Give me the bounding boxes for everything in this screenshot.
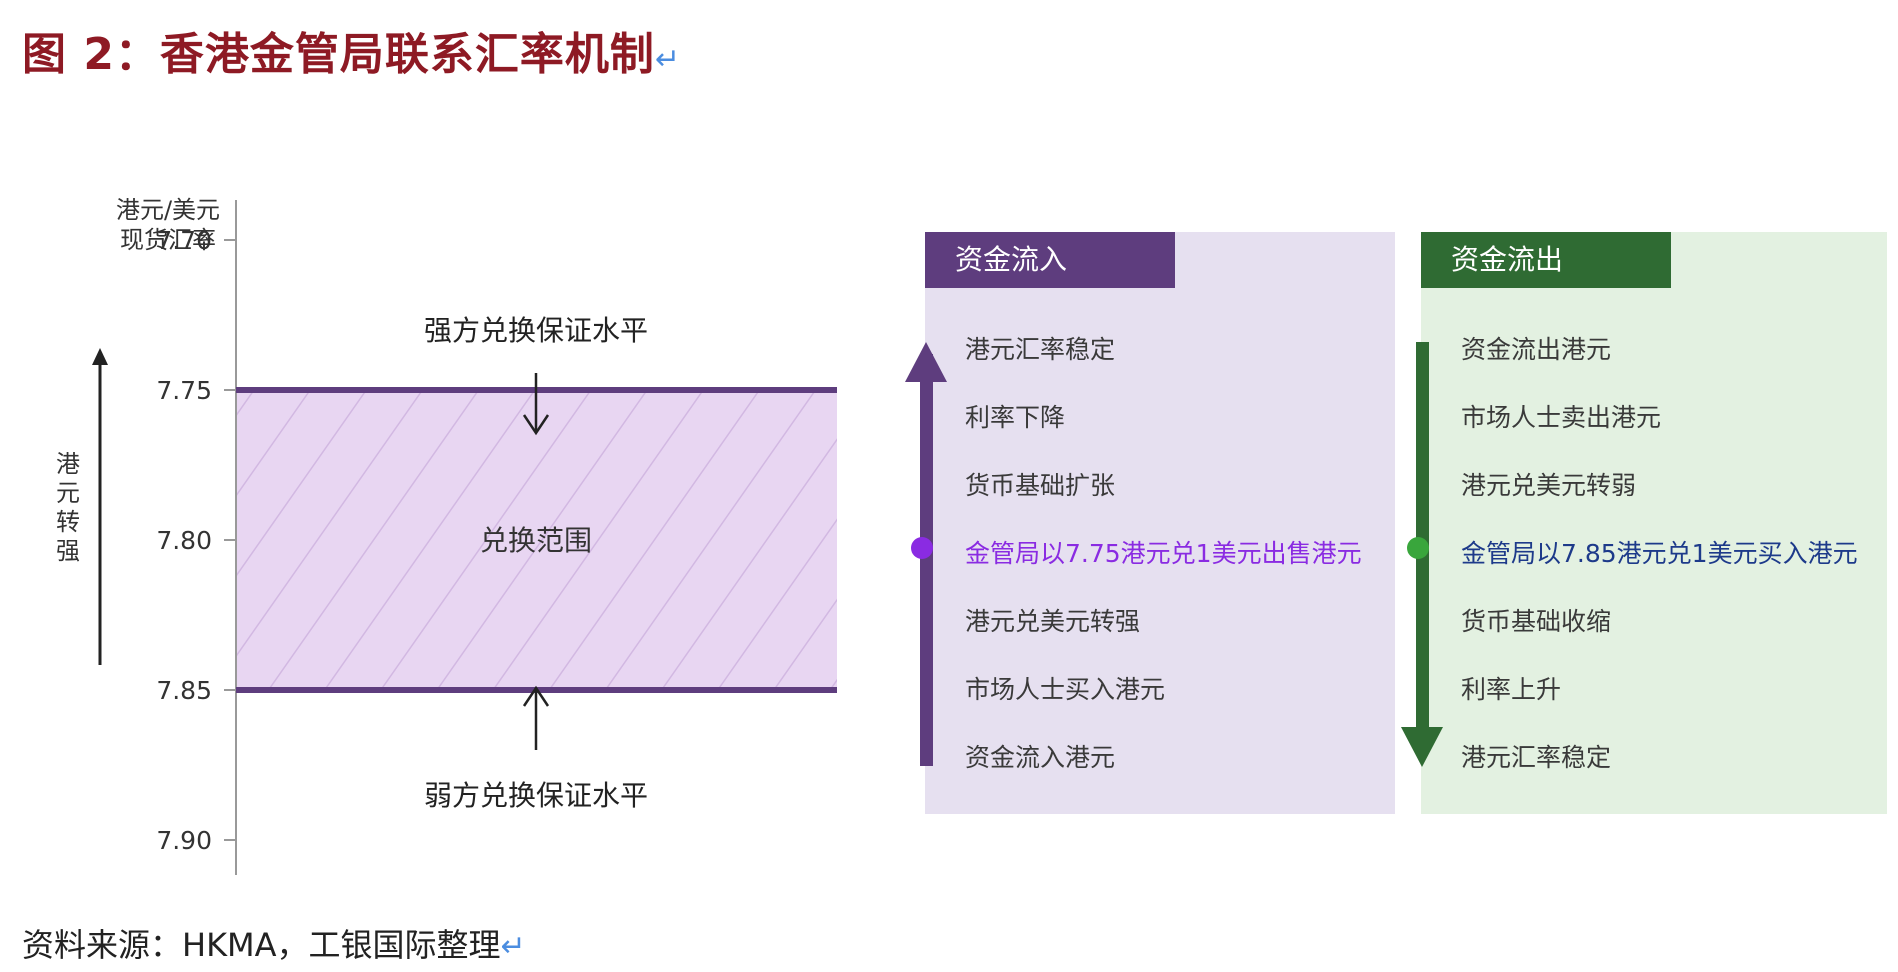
inflow-header: 资金流入 xyxy=(925,232,1175,288)
inflow-item: 市场人士买入港元 xyxy=(965,675,1166,704)
side-label-char: 转 xyxy=(56,508,80,536)
y-tick-label: 7.80 xyxy=(156,526,212,555)
y-tick-label: 7.75 xyxy=(156,376,212,405)
y-axis-label-line1: 港元/美元 xyxy=(116,196,220,224)
page-title: 图 2：香港金管局联系汇率机制↵ xyxy=(22,18,681,82)
return-icon: ↵ xyxy=(500,929,526,964)
inflow-arrow-shaft xyxy=(920,354,933,766)
side-label-char: 强 xyxy=(56,537,80,565)
title-text: 图 2：香港金管局联系汇率机制 xyxy=(22,29,655,80)
outflow-item: 资金流出港元 xyxy=(1461,335,1612,364)
outflow-item: 货币基础收缩 xyxy=(1461,607,1612,636)
y-axis-label-line2: 现货汇率 xyxy=(120,226,216,254)
outflow-item: 港元汇率稳定 xyxy=(1461,743,1612,772)
outflow-item: 金管局以7.85港元兑1美元买入港元 xyxy=(1461,539,1858,568)
band-svg: 港元/美元 现货汇率 7.70 7.75 7.80 7.85 7.90 兑换范围 强方兑… xyxy=(56,196,837,875)
weak-side-label: 弱方兑换保证水平 xyxy=(424,779,648,812)
outflow-item: 港元兑美元转弱 xyxy=(1461,471,1637,500)
inflow-panel: 资金流入 港元汇率稳定利率下降货币基础扩张金管局以7.75港元兑1美元出售港元港… xyxy=(905,232,1395,814)
exchange-band xyxy=(237,390,837,690)
y-axis-ticks: 7.70 7.75 7.80 7.85 7.90 xyxy=(156,226,236,855)
strong-side-arrow-icon xyxy=(522,373,550,436)
y-tick-label: 7.70 xyxy=(156,226,212,255)
strong-side-label: 强方兑换保证水平 xyxy=(424,314,648,347)
exchange-band-diagram: 港元/美元 现货汇率 7.70 7.75 7.80 7.85 7.90 兑换范围 强方兑… xyxy=(0,190,880,910)
band-label: 兑换范围 xyxy=(480,524,592,557)
outflow-item: 利率上升 xyxy=(1461,675,1562,704)
inflow-item: 货币基础扩张 xyxy=(965,471,1116,500)
inflow-item: 港元汇率稳定 xyxy=(965,335,1116,364)
up-arrow-icon xyxy=(905,342,947,382)
source-note: 资料来源：HKMA，工银国际整理↵ xyxy=(22,920,526,966)
down-arrow-icon xyxy=(1401,727,1443,767)
inflow-item: 资金流入港元 xyxy=(965,743,1116,772)
inflow-item: 利率下降 xyxy=(965,403,1066,432)
outflow-marker-dot xyxy=(1407,537,1429,559)
side-label-char: 元 xyxy=(56,479,80,507)
outflow-item: 市场人士卖出港元 xyxy=(1461,403,1662,432)
y-tick-label: 7.85 xyxy=(156,676,212,705)
side-label-char: 港 xyxy=(56,450,80,478)
inflow-marker-dot xyxy=(911,537,933,559)
weak-side-arrow-icon xyxy=(522,685,550,750)
y-tick-label: 7.90 xyxy=(156,826,212,855)
hkd-strengthen-arrow-icon xyxy=(92,348,108,665)
return-icon: ↵ xyxy=(654,42,682,77)
source-text: 资料来源：HKMA，工银国际整理 xyxy=(22,926,501,964)
outflow-panel: 资金流出 资金流出港元市场人士卖出港元港元兑美元转弱金管局以7.85港元兑1美元… xyxy=(1401,232,1887,814)
outflow-header: 资金流出 xyxy=(1421,232,1671,288)
inflow-item: 金管局以7.75港元兑1美元出售港元 xyxy=(965,539,1362,568)
inflow-item: 港元兑美元转强 xyxy=(965,607,1141,636)
